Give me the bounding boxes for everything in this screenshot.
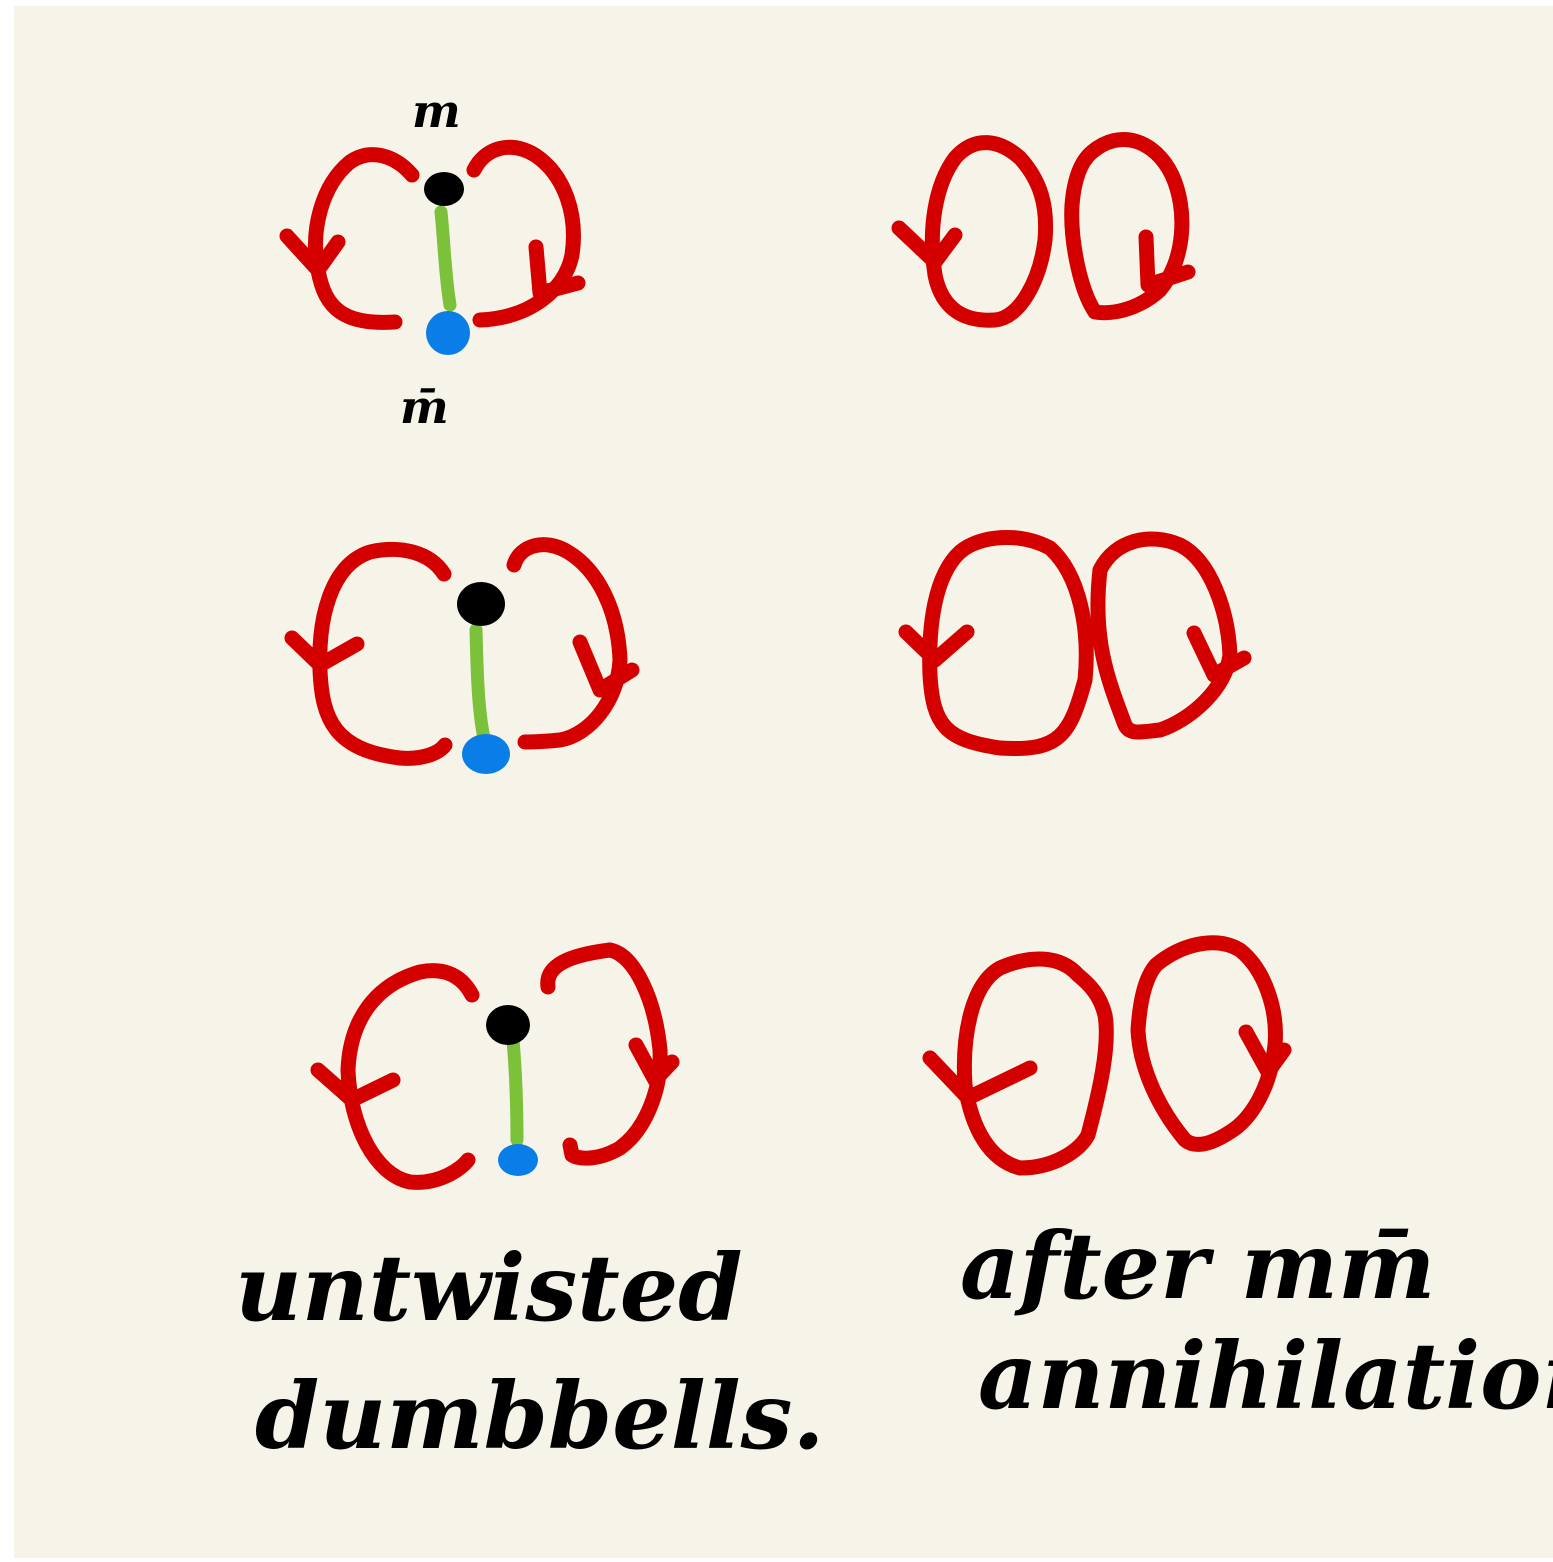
- caption-left-line1: untwisted: [235, 1234, 743, 1342]
- right-closed-loop: [1090, 531, 1238, 740]
- arrowhead: [284, 630, 365, 673]
- arrowhead: [310, 1062, 401, 1108]
- antimonopole-label: m̄: [400, 380, 449, 434]
- caption-left-line2: dumbbells.: [255, 1362, 824, 1470]
- arrowhead: [1186, 625, 1252, 683]
- antimonopole: [426, 311, 470, 355]
- antimonopole: [462, 734, 510, 774]
- dumbbell-row-2: [284, 537, 640, 774]
- arrowhead: [572, 634, 640, 698]
- monopole-label: m: [412, 84, 461, 138]
- caption-right-line1: after mm̄: [960, 1212, 1435, 1320]
- monopole: [424, 172, 464, 206]
- loops-row-2: [898, 529, 1252, 757]
- right-closed-loop: [1064, 131, 1190, 321]
- right-flux-loop: [506, 537, 628, 750]
- right-flux-loop: [540, 942, 668, 1166]
- arrowhead: [922, 1050, 1038, 1106]
- loops-row-3: [922, 935, 1292, 1176]
- right-closed-loop: [1130, 935, 1283, 1152]
- arrowhead: [891, 220, 963, 270]
- antimonopole: [498, 1144, 538, 1176]
- monopole: [457, 582, 505, 626]
- arrowhead: [1138, 229, 1196, 293]
- string-segment: [469, 623, 491, 745]
- left-closed-loop: [956, 951, 1114, 1176]
- canvas-sheet: [14, 6, 1553, 1558]
- monopole: [486, 1005, 530, 1045]
- string-segment: [506, 1033, 524, 1147]
- left-closed-loop: [922, 529, 1094, 757]
- dumbbell-row-3: [310, 942, 680, 1190]
- dumbbell-row-1: m m̄: [279, 84, 586, 434]
- arrowhead: [628, 1037, 680, 1088]
- loops-row-1: [891, 131, 1196, 328]
- arrowhead: [528, 239, 586, 301]
- caption-right-line2: annihilation: [978, 1322, 1553, 1430]
- arrowhead: [898, 624, 975, 668]
- left-closed-loop: [924, 135, 1054, 328]
- string-segment: [434, 205, 457, 312]
- right-flux-loop: [466, 139, 581, 328]
- arrowhead: [279, 228, 346, 278]
- arrowhead: [1238, 1024, 1292, 1080]
- left-flux-loop: [308, 147, 420, 330]
- left-flux-loop: [340, 963, 480, 1190]
